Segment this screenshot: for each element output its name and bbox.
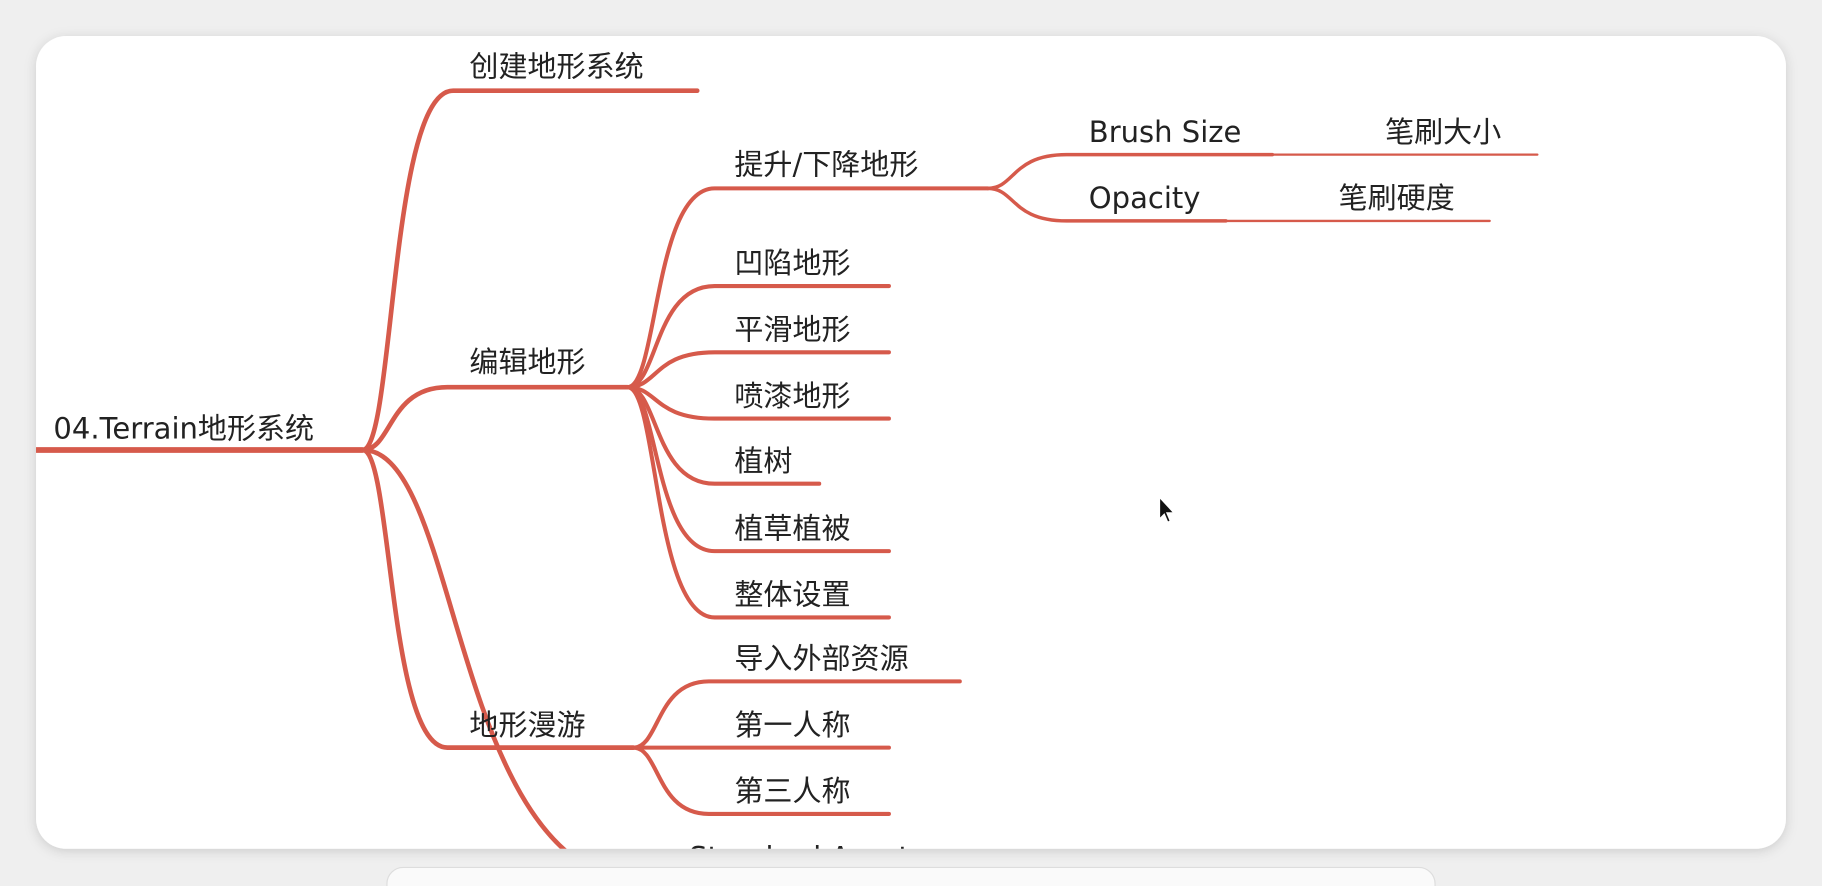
branch-edit bbox=[360, 384, 630, 453]
branch-roam bbox=[360, 447, 636, 750]
branch-edit-child bbox=[625, 283, 891, 390]
bottom-panel bbox=[386, 866, 1436, 886]
node-standard-assets[interactable]: Standard Assets bbox=[689, 840, 925, 874]
node-trees[interactable]: 植树 bbox=[734, 444, 792, 478]
node-terrain-roam[interactable]: 地形漫游 bbox=[469, 708, 585, 742]
root-node[interactable]: 04.Terrain地形系统 bbox=[53, 411, 314, 445]
branch-edit-child bbox=[625, 385, 891, 620]
branch-import bbox=[631, 679, 962, 750]
note-brush-size: 笔刷大小 bbox=[1385, 115, 1501, 149]
node-opacity[interactable]: Opacity bbox=[1089, 181, 1201, 215]
node-third-person[interactable]: 第三人称 bbox=[734, 774, 850, 808]
node-depress[interactable]: 凹陷地形 bbox=[734, 246, 850, 280]
node-brush-size[interactable]: Brush Size bbox=[1089, 115, 1242, 149]
node-grass[interactable]: 植草植被 bbox=[734, 511, 850, 545]
node-first-person[interactable]: 第一人称 bbox=[734, 708, 850, 742]
mindmap-card bbox=[36, 36, 1786, 849]
node-create-terrain[interactable]: 创建地形系统 bbox=[469, 50, 643, 84]
node-raise-lower[interactable]: 提升/下降地形 bbox=[734, 147, 918, 181]
branch-create bbox=[360, 88, 700, 453]
node-import-assets[interactable]: 导入外部资源 bbox=[734, 642, 908, 676]
node-settings[interactable]: 整体设置 bbox=[734, 578, 850, 612]
branch-edit-child bbox=[625, 350, 891, 390]
node-smooth[interactable]: 平滑地形 bbox=[734, 313, 850, 347]
branch-raise bbox=[625, 186, 990, 390]
node-paint[interactable]: 喷漆地形 bbox=[734, 379, 850, 413]
branch-opacity bbox=[985, 186, 1228, 223]
branch-third-person bbox=[631, 745, 891, 816]
branch-standard-assets bbox=[360, 447, 932, 849]
branch-brush-size bbox=[985, 152, 1275, 191]
arrow-pointer-icon bbox=[1159, 496, 1175, 523]
branch-lines bbox=[36, 88, 1539, 849]
note-opacity: 笔刷硬度 bbox=[1339, 181, 1455, 215]
node-edit-terrain[interactable]: 编辑地形 bbox=[469, 345, 585, 379]
